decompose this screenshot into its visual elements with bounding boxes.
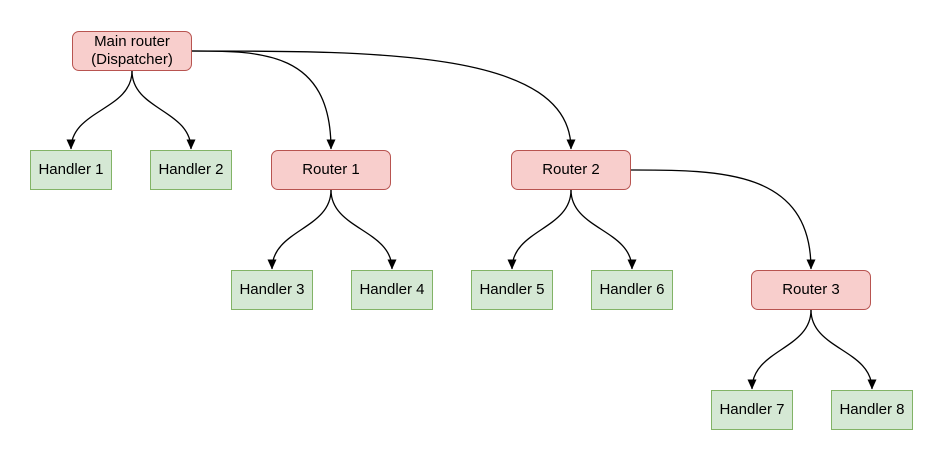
node-label: Router 1 (302, 161, 360, 178)
edge-main-router-to-handler-2 (131, 70, 196, 150)
node-label: Main router(Dispatcher) (91, 33, 173, 68)
node-label: Handler 3 (239, 281, 305, 298)
node-label: Router 2 (542, 161, 600, 178)
node-label: Handler 7 (719, 401, 785, 418)
node-label: Handler 4 (359, 281, 425, 298)
edge-router-1-to-handler-3 (267, 189, 332, 270)
node-handler-7: Handler 7 (711, 390, 793, 430)
node-handler-6: Handler 6 (591, 270, 673, 310)
node-handler-5: Handler 5 (471, 270, 553, 310)
node-handler-4: Handler 4 (351, 270, 433, 310)
edge-router-2-to-router-3 (630, 169, 816, 270)
edge-router-1-to-handler-4 (330, 189, 397, 270)
node-main-router: Main router(Dispatcher) (72, 31, 192, 71)
node-label: Handler 5 (479, 281, 545, 298)
node-handler-3: Handler 3 (231, 270, 313, 310)
node-router-1: Router 1 (271, 150, 391, 190)
node-handler-1: Handler 1 (30, 150, 112, 190)
edge-router-3-to-handler-7 (747, 309, 812, 390)
node-handler-8: Handler 8 (831, 390, 913, 430)
node-label: Router 3 (782, 281, 840, 298)
node-router-3: Router 3 (751, 270, 871, 310)
node-router-2: Router 2 (511, 150, 631, 190)
edge-main-router-to-router-2 (191, 50, 576, 150)
edge-router-2-to-handler-5 (507, 189, 572, 270)
node-label: Handler 2 (158, 161, 224, 178)
edge-router-3-to-handler-8 (810, 309, 877, 390)
node-handler-2: Handler 2 (150, 150, 232, 190)
node-label: Handler 1 (38, 161, 104, 178)
node-label: Handler 8 (839, 401, 905, 418)
edge-main-router-to-handler-1 (66, 70, 133, 150)
node-label: Handler 6 (599, 281, 665, 298)
edge-router-2-to-handler-6 (570, 189, 637, 270)
